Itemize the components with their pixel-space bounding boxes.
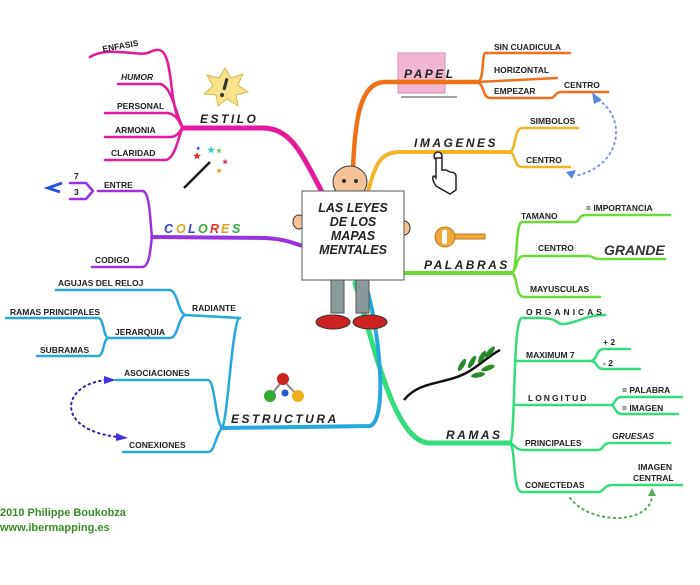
center-title-line4: MENTALES	[319, 243, 387, 257]
colores-letter: R	[210, 222, 221, 236]
estructura-jerarquia: JERARQUIA	[115, 327, 165, 337]
arrowhead-icon	[104, 376, 116, 384]
center-title-line3: MAPAS	[331, 229, 376, 243]
dotted-connection-arrow	[70, 379, 119, 438]
colores-letter: L	[188, 222, 198, 236]
exclamation-burst-icon	[202, 67, 250, 108]
palabras-tamano: TAMANO	[521, 211, 558, 221]
branch-label-papel: PAPEL	[404, 67, 456, 81]
branch-label-imagenes: IMAGENES	[414, 136, 498, 150]
estilo-armonia: ARMONIA	[115, 125, 156, 135]
arrowhead-icon	[592, 92, 602, 104]
dotted-connection-arrow	[569, 495, 653, 519]
ramas-plus2: + 2	[603, 337, 615, 347]
ramas-maximum: MAXIMUM 7	[526, 350, 575, 360]
imagenes-centro: CENTRO	[526, 155, 562, 165]
central-sign	[301, 190, 405, 281]
svg-text:★: ★	[216, 167, 223, 175]
colores-entre: ENTRE	[104, 180, 133, 190]
colores-letter: O	[198, 222, 210, 236]
ramas-eq-palabra: = PALABRA	[622, 385, 670, 395]
papel-empezar: EMPEZAR	[494, 86, 536, 96]
ramas-central: CENTRAL	[633, 473, 674, 483]
colores-three: 3	[74, 187, 79, 197]
estilo-claridad: CLARIDAD	[111, 148, 155, 158]
svg-text:★: ★	[207, 145, 216, 155]
papel-centro: CENTRO	[564, 80, 600, 90]
colores-seven: 7	[74, 171, 79, 181]
ramas-principales: PRINCIPALES	[525, 438, 582, 448]
estructura-agujas: AGUJAS DEL RELOJ	[58, 278, 144, 288]
footer-copyright: 2010 Philippe Boukobza	[0, 507, 127, 519]
estructura-subramas: SUBRAMAS	[40, 345, 89, 355]
colores-letter: E	[221, 222, 231, 236]
palabras-mayusculas: MAYUSCULAS	[530, 284, 590, 294]
palabras-centro: CENTRO	[538, 243, 574, 253]
papel-sin-cuadicula: SIN CUADICULA	[494, 42, 561, 52]
imagenes-simbolos: SIMBOLOS	[530, 116, 576, 126]
branch-palabras	[402, 213, 672, 299]
papel-horizontal: HORIZONTAL	[494, 65, 549, 75]
ramas-gruesas: GRUESAS	[612, 431, 654, 441]
branch-label-colores: C O L O R E S	[164, 222, 242, 236]
svg-text:★: ★	[216, 147, 223, 155]
estructura-conexiones: CONEXIONES	[129, 440, 186, 450]
palabras-importancia: = IMPORTANCIA	[586, 203, 653, 213]
center-title-line1: LAS LEYES	[318, 201, 388, 215]
colores-letter: C	[164, 222, 175, 236]
ramas-conectedas: CONECTEDAS	[525, 480, 585, 490]
branch-label-estilo: ESTILO	[200, 112, 258, 126]
pointing-hand-icon	[431, 151, 457, 195]
svg-text:★: ★	[222, 158, 229, 166]
ramas-eq-imagen: = IMAGEN	[622, 403, 663, 413]
arrowhead-icon	[648, 488, 656, 496]
colores-letter: S	[232, 222, 242, 236]
estructura-radiante: RADIANTE	[192, 303, 236, 313]
branch-estilo	[88, 48, 325, 195]
branch-label-ramas: RAMAS	[446, 428, 503, 442]
ramas-imagen: IMAGEN	[638, 462, 672, 472]
branch-label-palabras: PALABRAS	[424, 258, 510, 272]
arrow-icon	[43, 181, 63, 194]
ramas-organicas: ORGANICAS	[526, 307, 605, 317]
colores-codigo: CODIGO	[95, 255, 130, 265]
arrowhead-icon	[116, 433, 128, 441]
magic-wand-icon: ★ ★ ★ ★ ★ ★	[183, 145, 229, 189]
molecule-icon	[264, 373, 304, 402]
branch-label-estructura: ESTRUCTURA	[231, 412, 339, 426]
dotted-connection-arrow	[574, 99, 618, 177]
estilo-humor: HUMOR	[121, 72, 154, 82]
arrowhead-icon	[566, 170, 576, 179]
center-title-line2: DE LOS	[330, 215, 377, 229]
branch-estructura	[4, 280, 383, 454]
estructura-asociaciones: ASOCIACIONES	[124, 368, 190, 378]
paper-icon	[397, 52, 446, 94]
palabras-grande: GRANDE	[604, 242, 665, 258]
key-icon	[434, 226, 486, 248]
footer-url[interactable]: www.ibermapping.es	[0, 522, 110, 534]
estilo-personal: PERSONAL	[117, 101, 164, 111]
estructura-ramas-principales: RAMAS PRINCIPALES	[10, 307, 100, 317]
colores-letter: O	[176, 222, 188, 236]
ramas-longitud: LONGITUD	[528, 393, 588, 403]
branch-papel	[350, 51, 610, 171]
svg-text:★: ★	[196, 146, 201, 152]
branch-imagenes	[366, 126, 580, 194]
ramas-minus2: - 2	[603, 358, 613, 368]
olive-branch-icon	[403, 346, 501, 401]
svg-text:★: ★	[193, 151, 202, 161]
branch-colores	[68, 181, 305, 269]
